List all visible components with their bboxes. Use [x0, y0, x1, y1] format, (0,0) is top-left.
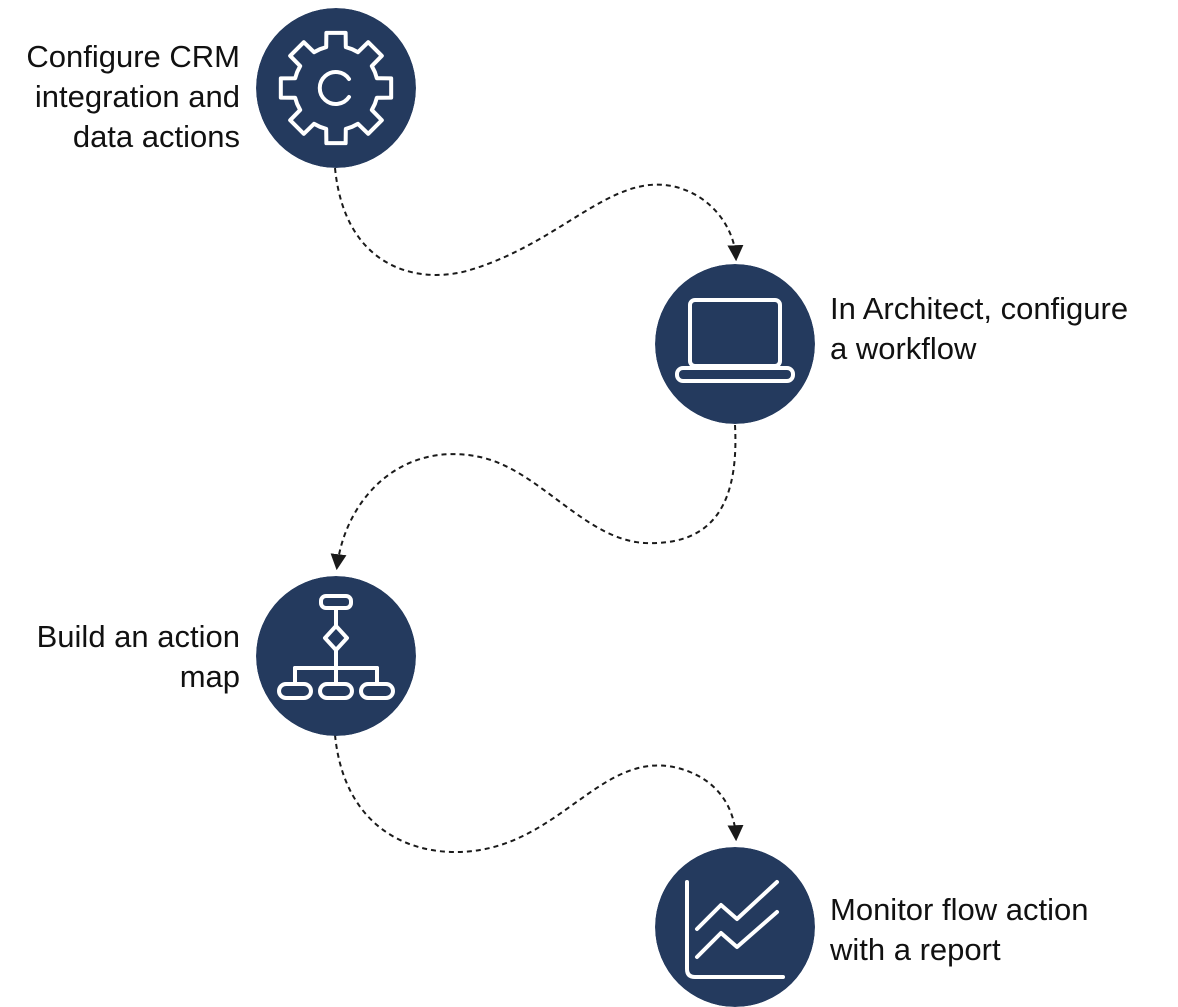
step-3-label-line-1: Build an action — [36, 619, 240, 654]
step-1-label-line-1: Configure CRM — [26, 39, 240, 74]
step-1-label: Configure CRM integration and data actio… — [26, 37, 240, 157]
step-4-circle — [655, 847, 815, 1007]
gear-icon — [256, 8, 416, 168]
step-3-circle — [256, 576, 416, 736]
step-2-circle — [655, 264, 815, 424]
laptop-icon — [655, 264, 815, 424]
step-4-label-line-1: Monitor flow action — [830, 892, 1089, 927]
step-1-circle — [256, 8, 416, 168]
step-1-label-line-3: data actions — [72, 119, 240, 154]
connector-step1-to-step2 — [334, 167, 744, 276]
step-1-label-line-2: integration and — [34, 79, 240, 114]
step-2-label-line-2: a workflow — [830, 331, 977, 366]
line-chart-icon — [655, 847, 815, 1007]
connector-step3-to-step4 — [334, 734, 744, 854]
step-2-label-line-1: In Architect, configure — [830, 291, 1129, 326]
step-3-label-line-2: map — [179, 659, 240, 694]
step-4-label-line-2: with a report — [830, 932, 1001, 967]
step-2-label: In Architect, configure a workflow — [830, 289, 1128, 369]
step-3-label: Build an action map — [37, 617, 240, 697]
step-4-label: Monitor flow action with a report — [830, 890, 1088, 970]
flowchart-icon — [256, 576, 416, 736]
connector-step2-to-step3 — [330, 424, 737, 571]
